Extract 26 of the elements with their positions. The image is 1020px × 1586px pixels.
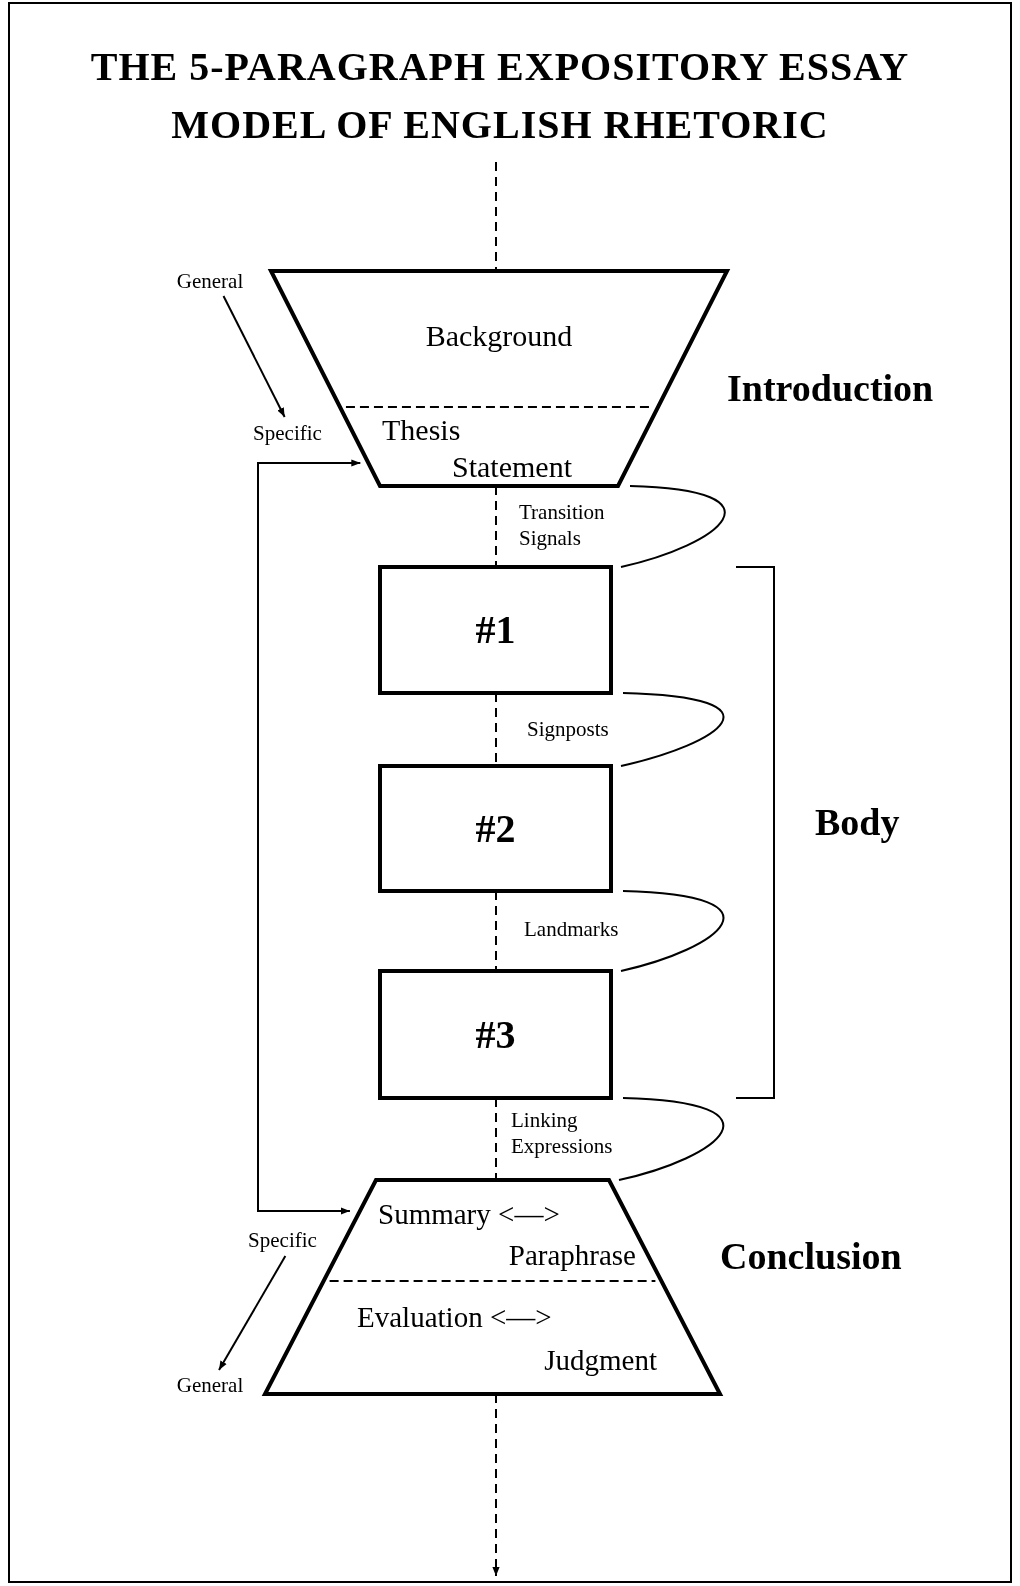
dashed-connector	[495, 161, 497, 272]
direction-text: Specific	[235, 1226, 330, 1254]
connector-curve	[618, 1097, 725, 1181]
connector-curve	[620, 692, 725, 767]
connector-curve	[620, 485, 726, 568]
title: THE 5-PARAGRAPH EXPOSITORY ESSAY MODEL OF ENGLISH RHETORIC	[90, 43, 910, 149]
arrow	[218, 1255, 287, 1371]
direction-text: Specific	[240, 419, 335, 447]
paragraph-number: #2	[474, 805, 517, 853]
connector-curve	[620, 890, 725, 972]
direction-text: General	[165, 268, 255, 294]
paragraph-number: #1	[474, 606, 517, 654]
section-text: Background	[424, 319, 574, 353]
arrow	[257, 459, 362, 1215]
section-text: Summary <—> Paraphrase	[378, 1197, 636, 1273]
paragraph-box	[380, 766, 611, 891]
arrow	[222, 295, 286, 418]
paragraph-box	[380, 971, 611, 1098]
section-label: Introduction	[727, 366, 934, 410]
paragraph-number: #3	[474, 1011, 517, 1059]
section-label: Body	[815, 800, 900, 844]
section-text: Thesis Statement	[382, 412, 572, 485]
paragraph-box	[380, 567, 611, 693]
section-label: Conclusion	[720, 1234, 902, 1278]
direction-text: General	[165, 1372, 255, 1398]
section-text: Evaluation <—> Judgment	[357, 1300, 657, 1378]
